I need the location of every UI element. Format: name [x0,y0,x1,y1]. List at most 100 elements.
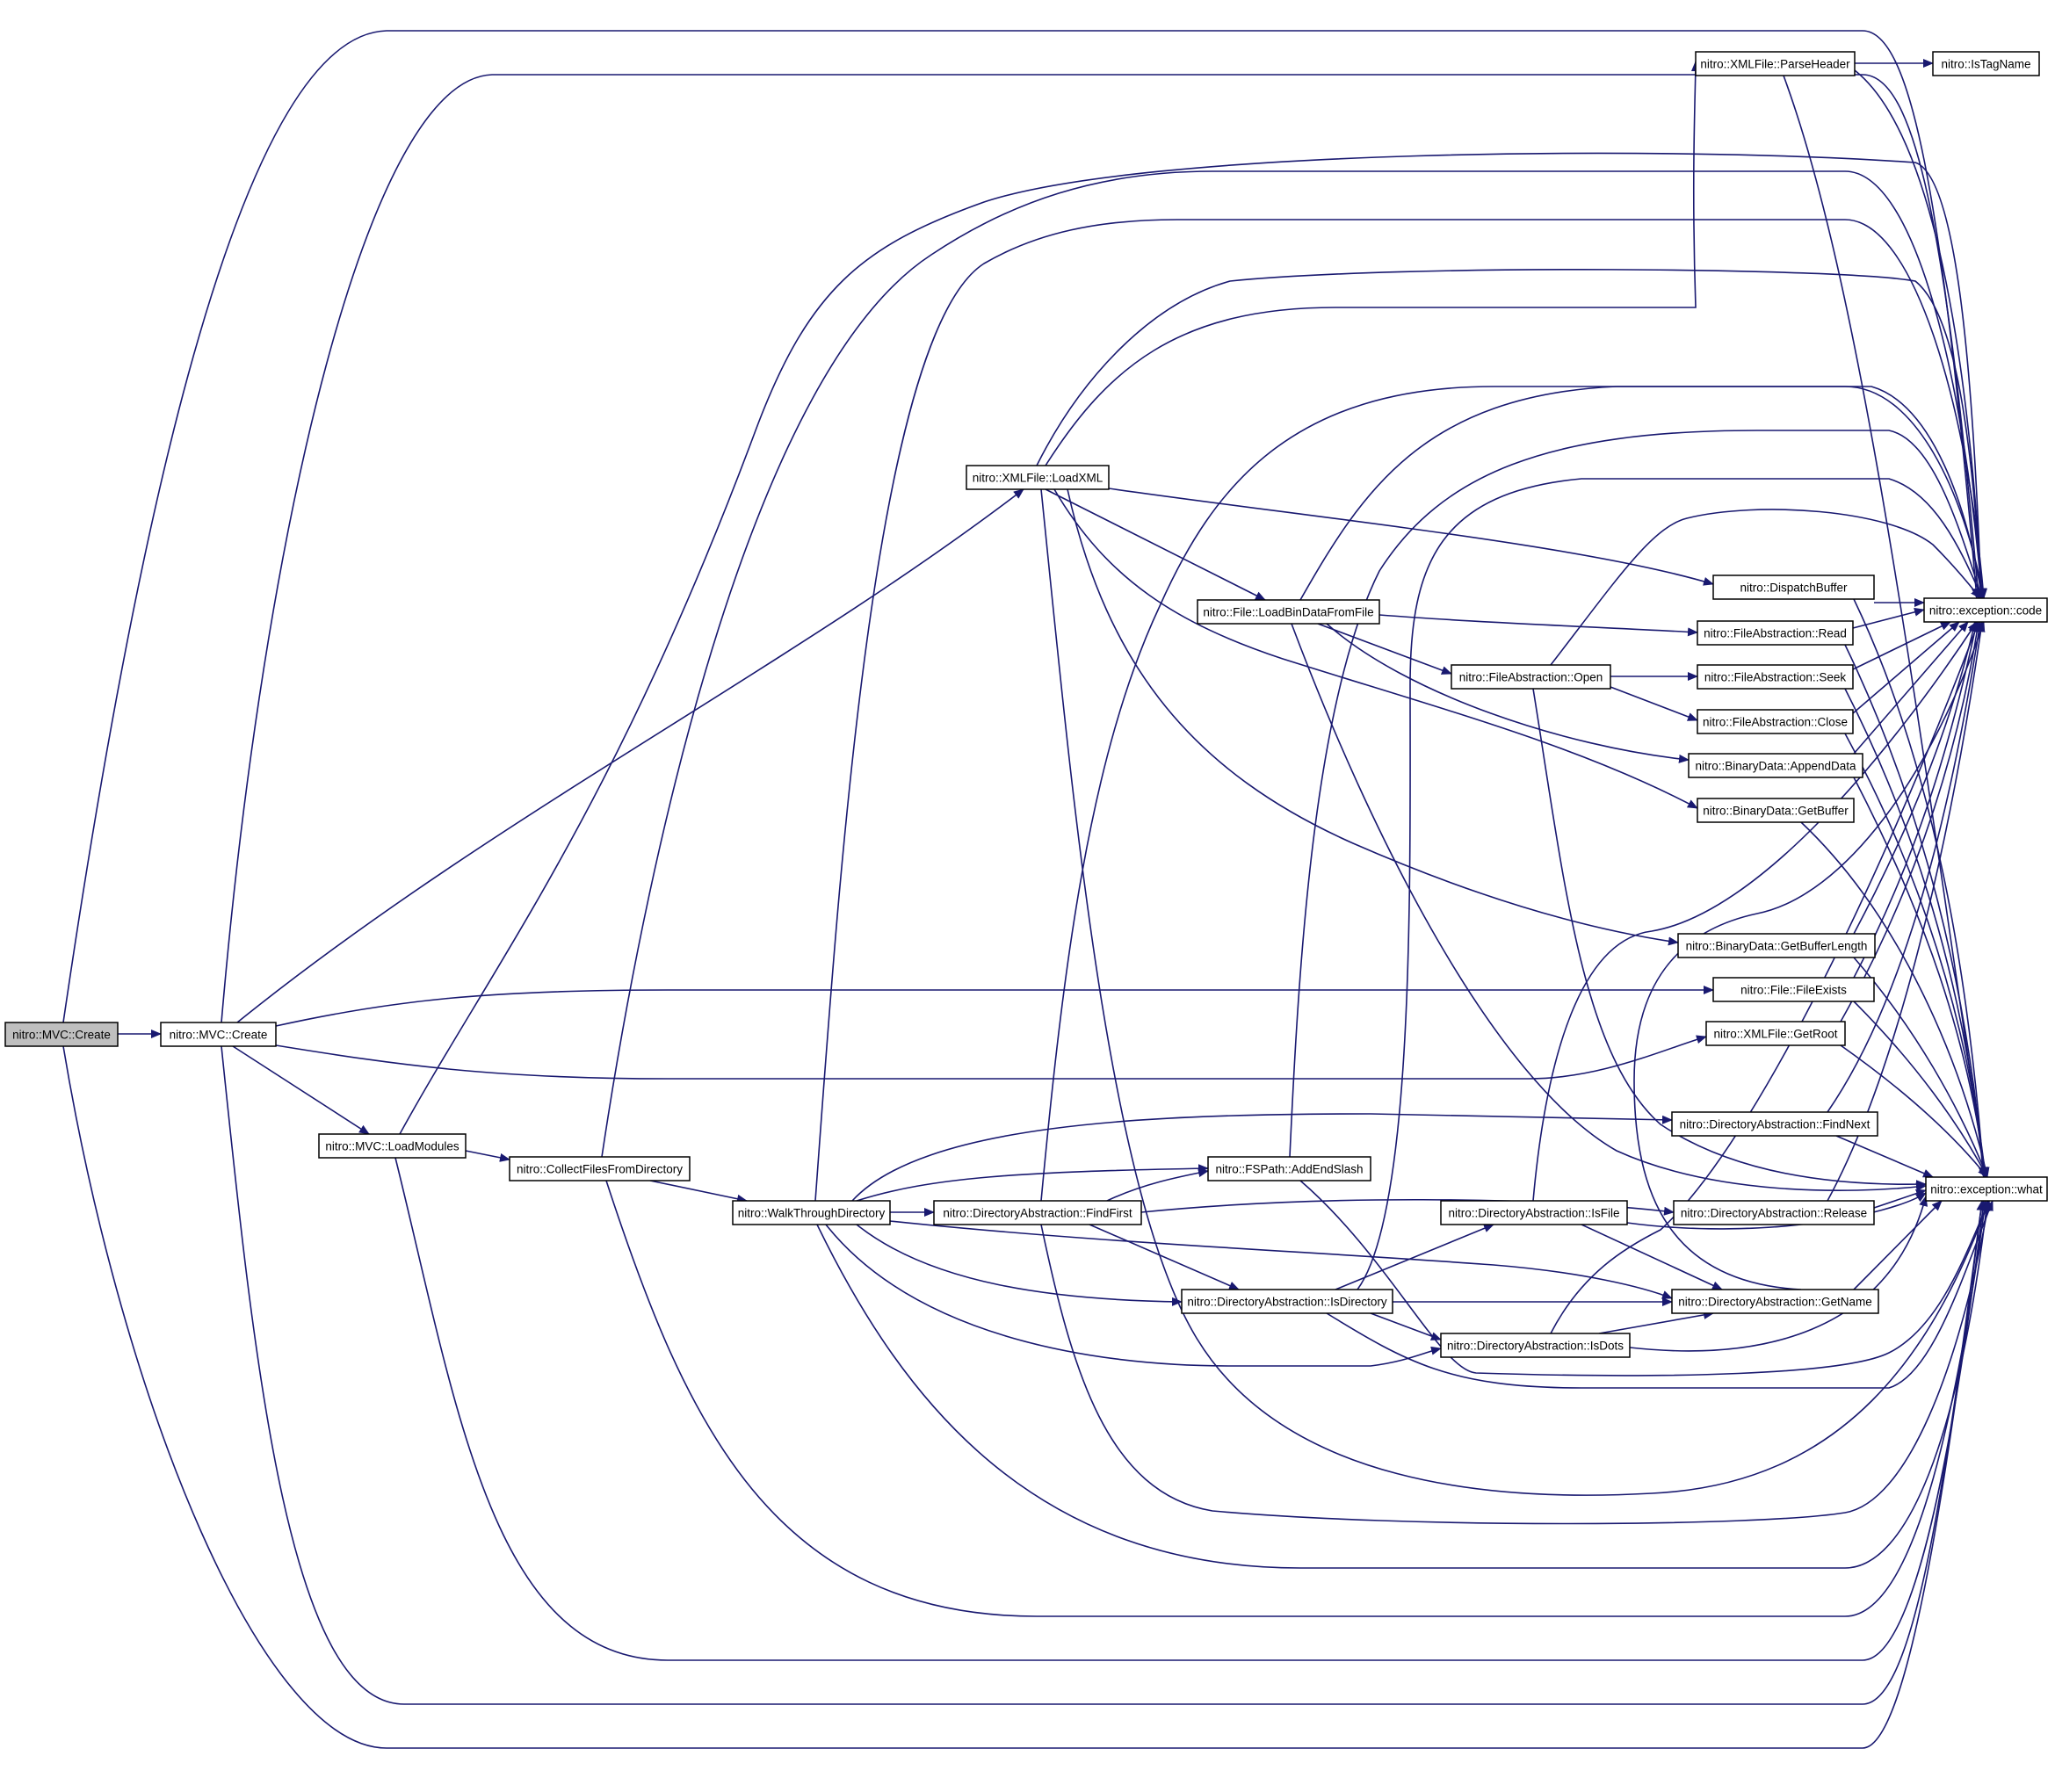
node-box[interactable] [1932,51,2040,76]
edge-is_file-to-exc_code [1532,621,1978,1202]
node-exc-code[interactable]: nitro::exception::code [1923,597,2048,623]
node-fa-seek[interactable]: nitro::FileAbstraction::Seek [1697,664,1854,690]
node-label: nitro::IsTagName [1941,58,2030,71]
node-box[interactable] [1197,599,1380,625]
edge-load_bin-to-exc_what [1291,623,1927,1192]
node-box[interactable] [1697,664,1854,690]
node-load-modules[interactable]: nitro::MVC::LoadModules [318,1133,467,1159]
node-box[interactable] [1671,1111,1878,1137]
edge-add_end_slash-to-exc_code [1289,430,1984,1158]
edge-walk_dir-to-exc_what [816,1200,1991,1569]
node-label: nitro::exception::what [1930,1183,2043,1196]
edge-get_root-to-exc_code [1840,621,1982,1022]
node-get-root[interactable]: nitro::XMLFile::GetRoot [1705,1021,1846,1046]
edge-load_bin-to-fa_read [1378,614,1698,637]
edge-mvc_create-to-load_modules [232,1045,370,1135]
node-box[interactable] [1673,1200,1875,1225]
edge-fa_read-to-exc_what [1844,644,1988,1178]
node-is-file[interactable]: nitro::DirectoryAbstraction::IsFile [1440,1200,1628,1225]
edge-walk_dir-to-add_end_slash [856,1164,1209,1202]
node-bd-getlength[interactable]: nitro::BinaryData::GetBufferLength [1677,933,1876,958]
edge-fa_close-to-exc_code [1852,621,1960,714]
node-load-xml[interactable]: nitro::XMLFile::LoadXML [966,465,1110,490]
node-box[interactable] [1705,1021,1846,1046]
node-box[interactable] [318,1133,467,1159]
node-mvc-create[interactable]: nitro::MVC::Create [160,1022,277,1047]
node-box[interactable] [160,1022,277,1047]
node-box[interactable] [1697,798,1855,823]
node-load-bin[interactable]: nitro::File::LoadBinDataFromFile [1197,599,1380,625]
node-bd-getbuffer[interactable]: nitro::BinaryData::GetBuffer [1697,798,1855,823]
edge-is_directory-to-exc_what [1326,1200,1993,1389]
node-release[interactable]: nitro::DirectoryAbstraction::Release [1673,1200,1875,1225]
edge-file_exists-to-exc_what [1853,1001,1988,1178]
edge-load_xml-to-exc_code [1036,269,1986,599]
node-box[interactable] [1440,1333,1631,1358]
node-fa-open[interactable]: nitro::FileAbstraction::Open [1451,664,1611,690]
node-is-tag-name[interactable]: nitro::IsTagName [1932,51,2040,76]
node-label: nitro::FileAbstraction::Read [1704,627,1847,640]
node-label: nitro::DirectoryAbstraction::Release [1681,1207,1867,1220]
node-root[interactable]: nitro::MVC::Create [4,1022,119,1047]
node-box[interactable] [1712,574,1875,600]
edge-add_end_slash-to-exc_what [1299,1180,1990,1377]
node-box[interactable] [4,1022,119,1047]
node-box[interactable] [1925,1176,2048,1202]
node-box[interactable] [1697,709,1854,734]
edge-walk_dir-to-exc_code [814,219,1988,1202]
node-box[interactable] [509,1156,691,1181]
node-box[interactable] [1440,1200,1628,1225]
node-label: nitro::File::LoadBinDataFromFile [1203,606,1373,619]
node-fa-read[interactable]: nitro::FileAbstraction::Read [1697,620,1854,646]
node-walk-dir[interactable]: nitro::WalkThroughDirectory [732,1200,891,1225]
edge-is_directory-to-exc_code [1357,478,1983,1290]
node-label: nitro::DirectoryAbstraction::GetName [1678,1296,1872,1309]
node-box[interactable] [1451,664,1611,690]
edge-mvc_create-to-load_xml [236,488,1024,1023]
node-box[interactable] [1671,1289,1879,1314]
node-find-next[interactable]: nitro::DirectoryAbstraction::FindNext [1671,1111,1878,1137]
node-bd-append[interactable]: nitro::BinaryData::AppendData [1688,753,1863,778]
edge-bd_append-to-exc_what [1853,777,1989,1178]
edge-file_exists-to-exc_code [1853,621,1979,979]
edge-load_bin-to-exc_code [1299,386,1986,601]
node-label: nitro::DispatchBuffer [1740,582,1848,595]
node-parse-header[interactable]: nitro::XMLFile::ParseHeader [1695,51,1856,76]
node-find-first[interactable]: nitro::DirectoryAbstraction::FindFirst [933,1200,1142,1225]
edge-fa_open-to-exc_code [1550,509,1981,666]
node-is-directory[interactable]: nitro::DirectoryAbstraction::IsDirectory [1181,1289,1393,1314]
node-box[interactable] [1697,620,1854,646]
node-label: nitro::FileAbstraction::Open [1459,671,1603,684]
node-box[interactable] [1695,51,1856,76]
node-file-exists[interactable]: nitro::File::FileExists [1712,977,1875,1002]
edge-mvc_create-to-file_exists [275,986,1714,1027]
node-collect-files[interactable]: nitro::CollectFilesFromDirectory [509,1156,691,1181]
node-box[interactable] [1712,977,1875,1002]
edge-find_first-to-exc_what [1040,1200,1993,1525]
edge-load_xml-to-bd_getbuffer [1053,488,1698,809]
node-box[interactable] [1677,933,1876,958]
node-exc-what[interactable]: nitro::exception::what [1925,1176,2048,1202]
edge-bd_getlength-to-exc_code [1853,621,1978,935]
node-box[interactable] [1181,1289,1393,1314]
node-box[interactable] [966,465,1110,490]
node-box[interactable] [1207,1156,1371,1181]
node-label: nitro::DirectoryAbstraction::FindNext [1680,1118,1870,1131]
node-box[interactable] [1923,597,2048,623]
node-is-dots[interactable]: nitro::DirectoryAbstraction::IsDots [1440,1333,1631,1358]
node-label: nitro::DirectoryAbstraction::IsDirectory [1187,1296,1387,1309]
edge-mvc_create-to-exc_what [221,1045,1986,1705]
node-box[interactable] [732,1200,891,1225]
node-dispatch-buffer[interactable]: nitro::DispatchBuffer [1712,574,1875,600]
edge-load_modules-to-exc_what [394,1157,1987,1661]
node-get-name[interactable]: nitro::DirectoryAbstraction::GetName [1671,1289,1879,1314]
node-box[interactable] [933,1200,1142,1225]
edge-parse_header-to-exc_what [1783,75,1989,1178]
node-fa-close[interactable]: nitro::FileAbstraction::Close [1697,709,1854,734]
edge-layer [62,30,1993,1749]
node-add-end-slash[interactable]: nitro::FSPath::AddEndSlash [1207,1156,1371,1181]
edge-find_first-to-exc_code [1040,386,1986,1202]
node-label: nitro::MVC::Create [170,1029,268,1042]
node-box[interactable] [1688,753,1863,778]
edge-is_directory-to-is_dots [1370,1312,1442,1340]
